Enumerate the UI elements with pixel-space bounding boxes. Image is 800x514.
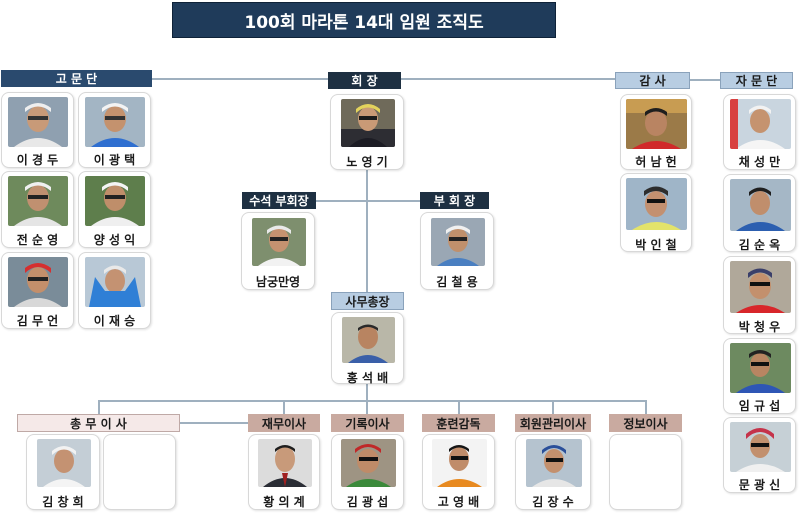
records-card: 김 광 섭: [331, 434, 404, 510]
advisory-card: 이 재 승: [78, 252, 151, 329]
connector-line: [366, 170, 368, 292]
connector-line: [690, 79, 720, 81]
connector-line: [645, 400, 647, 414]
membership-name: 김 장 수: [532, 495, 574, 509]
connector-line: [152, 78, 328, 80]
consult-card: 임 규 섭: [723, 338, 796, 414]
training-photo: [432, 439, 487, 487]
secretary-general-photo: [342, 317, 395, 363]
header-audit: 감 사: [615, 72, 690, 89]
secretary-general-name: 홍 석 배: [346, 371, 389, 385]
advisory-photo: [85, 97, 145, 147]
connector-line: [458, 400, 460, 414]
president-photo: [341, 99, 395, 147]
connector-line: [552, 400, 554, 414]
header-general-affairs: 총 무 이 사: [17, 414, 180, 432]
finance-photo: [258, 439, 312, 487]
header-president: 회 장: [328, 72, 401, 89]
consult-name: 박 청 우: [738, 320, 781, 334]
consult-name: 문 광 신: [738, 478, 781, 492]
header-advisory: 고 문 단: [1, 70, 152, 87]
connector-line: [401, 78, 615, 80]
general-affairs-empty-card: [103, 434, 176, 510]
advisory-card: 김 무 언: [1, 252, 74, 329]
president-card: 노 영 기: [330, 94, 404, 170]
header-consult: 자 문 단: [720, 72, 793, 89]
secretary-general-card: 홍 석 배: [331, 312, 404, 385]
vp-name: 김 철 용: [436, 275, 478, 289]
general-affairs-name: 김 창 희: [42, 495, 84, 509]
vp-photo: [431, 218, 485, 266]
consult-name: 김 순 옥: [738, 238, 781, 252]
advisory-name: 이 경 두: [16, 153, 59, 167]
connector-line: [316, 200, 420, 202]
advisory-photo: [85, 257, 145, 307]
advisory-card: 이 광 택: [78, 92, 151, 168]
header-info: 정보이사: [609, 414, 682, 432]
consult-card: 문 광 신: [723, 417, 796, 493]
connector-line: [366, 384, 368, 400]
audit-photo: [626, 99, 687, 149]
advisory-photo: [85, 176, 145, 226]
consult-name: 임 규 섭: [738, 399, 781, 413]
consult-card: 채 성 만: [723, 94, 796, 170]
advisory-card: 전 순 영: [1, 171, 74, 248]
consult-photo: [730, 179, 791, 231]
training-card: 고 영 배: [422, 434, 495, 510]
advisory-name: 전 순 영: [16, 233, 59, 247]
audit-card: 허 남 헌: [620, 94, 692, 170]
audit-name: 허 남 헌: [635, 155, 677, 169]
vp-card: 김 철 용: [420, 212, 494, 290]
header-records: 기록이사: [331, 414, 404, 432]
header-membership: 회원관리이사: [515, 414, 591, 432]
connector-line: [98, 400, 646, 402]
general-affairs-card: 김 창 희: [26, 434, 100, 510]
senior-vp-name: 남궁만영: [255, 275, 301, 289]
header-finance: 재무이사: [248, 414, 320, 432]
training-name: 고 영 배: [437, 495, 480, 509]
advisory-photo: [8, 176, 68, 226]
consult-name: 채 성 만: [738, 155, 781, 169]
consult-card: 김 순 옥: [723, 174, 796, 252]
audit-name: 박 인 철: [635, 238, 677, 252]
advisory-card: 양 성 익: [78, 171, 151, 248]
advisory-photo: [8, 97, 68, 147]
consult-photo: [730, 422, 791, 472]
audit-photo: [626, 178, 687, 230]
president-name: 노 영 기: [346, 155, 388, 169]
consult-photo: [730, 99, 791, 149]
finance-card: 황 의 계: [248, 434, 320, 510]
connector-line: [180, 422, 248, 424]
audit-card: 박 인 철: [620, 173, 692, 252]
advisory-photo: [8, 257, 68, 307]
header-secretary-general: 사무총장: [331, 292, 404, 310]
records-photo: [341, 439, 396, 487]
membership-photo: [526, 439, 582, 487]
info-card: [609, 434, 682, 510]
connector-line: [366, 400, 368, 414]
advisory-card: 이 경 두: [1, 92, 74, 168]
finance-name: 황 의 계: [263, 495, 305, 509]
membership-card: 김 장 수: [515, 434, 591, 510]
connector-line: [283, 400, 285, 414]
consult-photo: [730, 261, 791, 313]
consult-card: 박 청 우: [723, 256, 796, 334]
general-affairs-photo: [37, 439, 91, 487]
advisory-name: 김 무 언: [16, 314, 59, 328]
advisory-name: 이 광 택: [93, 153, 136, 167]
records-name: 김 광 섭: [346, 495, 389, 509]
consult-photo: [730, 343, 791, 393]
header-training: 훈련감독: [422, 414, 495, 432]
senior-vp-card: 남궁만영: [241, 212, 315, 290]
connector-line: [98, 400, 100, 414]
advisory-name: 양 성 익: [93, 233, 136, 247]
header-senior-vp: 수석 부회장: [242, 192, 316, 209]
advisory-name: 이 재 승: [93, 314, 136, 328]
senior-vp-photo: [252, 218, 306, 266]
chart-title: 100회 마라톤 14대 임원 조직도: [172, 2, 556, 38]
header-vp: 부 회 장: [420, 192, 489, 209]
